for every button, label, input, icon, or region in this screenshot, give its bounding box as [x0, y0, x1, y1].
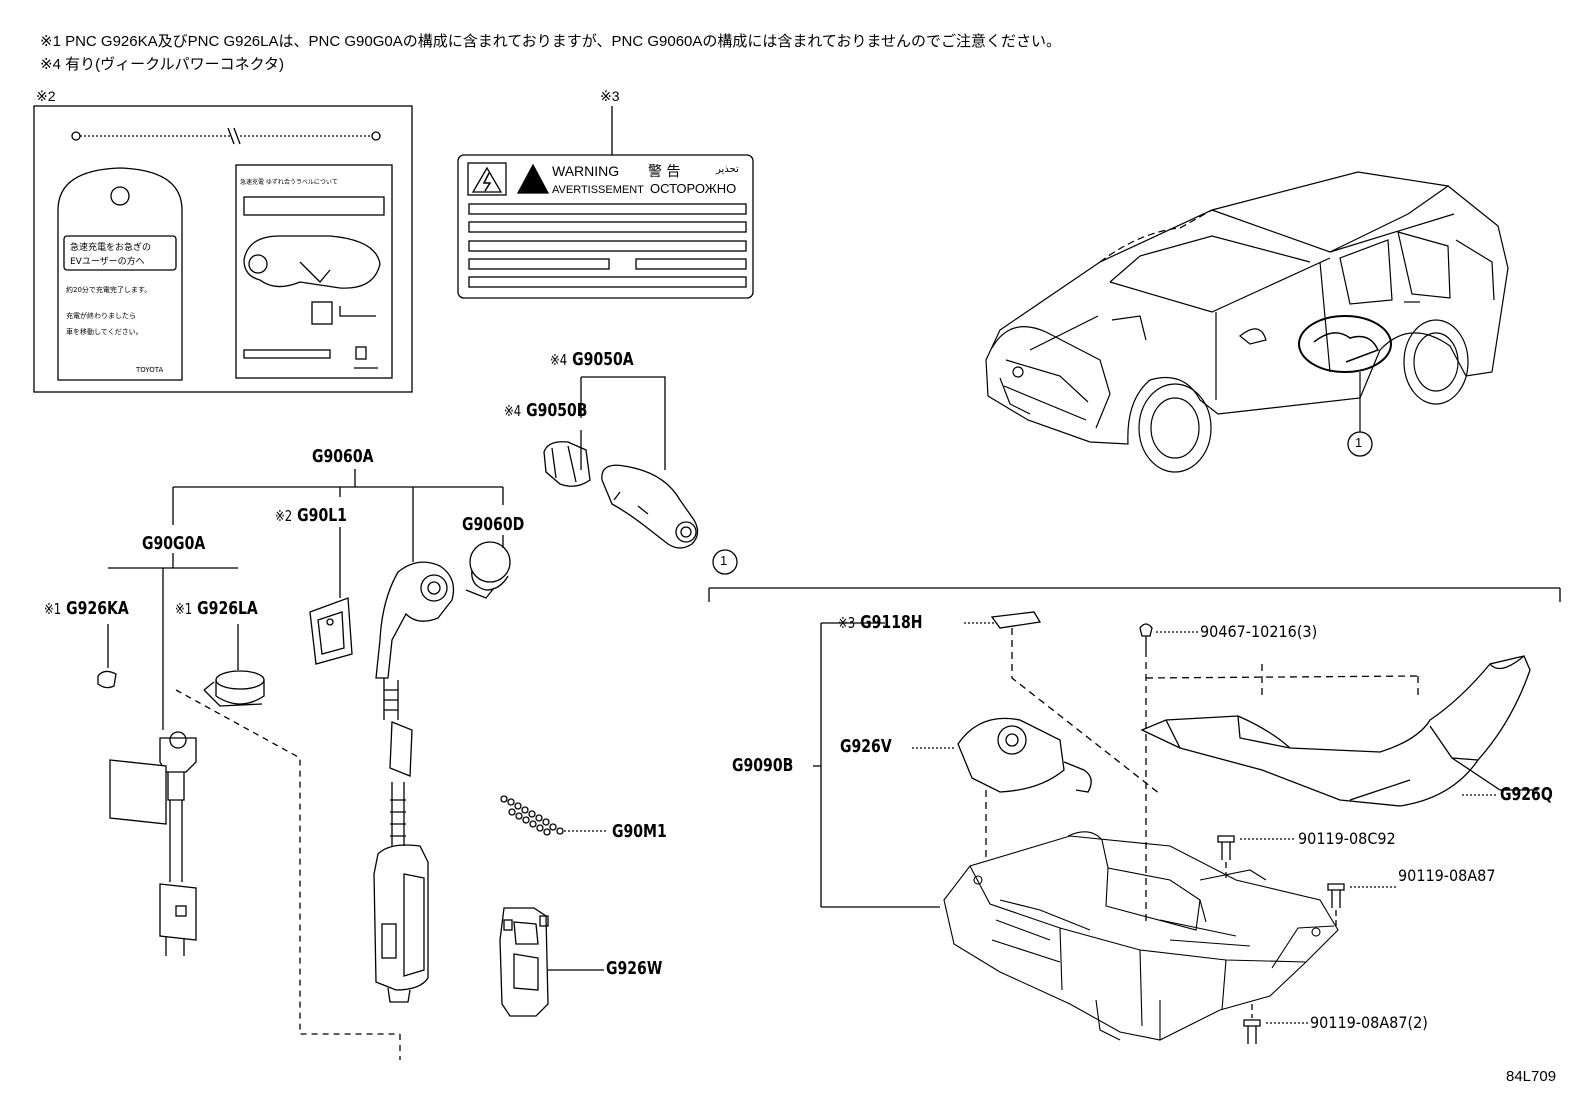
part-90467-10216: 90467-10216(3): [1200, 622, 1318, 641]
g9060a-charge-cable-drawing: [373, 561, 455, 1003]
vehicle-drawing: [985, 171, 1509, 473]
part-g9060a: G9060A: [312, 446, 374, 467]
warning-title: WARNING: [552, 163, 619, 179]
note-1: ※1 PNC G926KA及びPNC G926LAは、PNC G90G0Aの構成…: [40, 33, 1062, 50]
bolt-08c92-icon: [1217, 835, 1296, 880]
part-g90g0a: G90G0A: [142, 533, 206, 554]
part-g926v: G926V: [840, 736, 892, 757]
bolt-08a87-2-icon: [1243, 1004, 1308, 1044]
part-g90m1: G90M1: [612, 821, 667, 842]
note-4: ※4 有り(ヴィークルパワーコネクタ): [40, 56, 285, 73]
g90l1-tag-drawing: [309, 597, 353, 665]
bead-chain-icon: [71, 127, 381, 145]
part-90119-08a87: 90119-08A87: [1398, 866, 1496, 885]
g926q-duct-drawing: [1140, 655, 1538, 807]
g9118h-label-drawing: [990, 611, 1042, 629]
warning-ru: ОСТОРОЖНО: [650, 181, 736, 196]
tag-line-2: EVユーザーの方へ: [70, 255, 145, 267]
tag-line-4: 充電が終わりましたら: [66, 311, 136, 320]
part-90119-08c92: 90119-08C92: [1298, 829, 1396, 848]
warning-jp: 警 告: [648, 164, 680, 180]
g926la-drawing: [203, 670, 265, 707]
g9050b-cap-drawing: [543, 441, 591, 487]
part-g926q: G926Q: [1500, 784, 1553, 805]
callout-circle-1: [1347, 431, 1373, 457]
callout-circle-1-detail: [712, 549, 738, 575]
part-90119-08a87-2: 90119-08A87(2): [1310, 1013, 1428, 1032]
part-g926la: ※1 G926LA: [175, 598, 258, 619]
part-g9060d: G9060D: [462, 514, 525, 535]
part-g9118h: ※3 G9118H: [838, 612, 923, 633]
tag-brand: TOYOTA: [135, 366, 164, 374]
g90g0a-cable-drawing: [109, 731, 197, 956]
part-g926w: G926W: [606, 958, 663, 979]
tag-line-1: 急速充電をお急ぎの: [70, 241, 151, 253]
high-voltage-icon: [471, 166, 503, 193]
part-g9050b: ※4 G9050B: [504, 400, 588, 421]
tag-line-5: 車を移動してください。: [66, 327, 143, 336]
g926v-fan-drawing: [912, 717, 1092, 860]
card-header: 急速充電 ゆずれ合うラベルについて: [240, 178, 338, 186]
mark-3: ※3: [600, 88, 620, 104]
callout-1-vehicle: 1: [1355, 435, 1363, 450]
figure-id: 84L709: [1506, 1068, 1557, 1085]
warning-ar: تحذير: [715, 164, 739, 175]
bolt-08a87-icon: [1327, 883, 1396, 926]
caution-icon: [516, 163, 550, 194]
tag-line-3: 約20分で充電完了します。: [66, 285, 151, 294]
mark-2: ※2: [36, 88, 56, 104]
warning-label-shape: [457, 154, 754, 299]
hang-tag-shape: [57, 167, 183, 381]
g926w-holder-drawing: [499, 907, 604, 1017]
battery-frame-drawing: [943, 831, 1339, 1041]
g9050a-connector-drawing: [601, 464, 699, 549]
part-g926ka: ※1 G926KA: [44, 598, 129, 619]
g9060d-cap-drawing: [465, 541, 511, 599]
part-g9090b: G9090B: [732, 755, 794, 776]
part-g9050a: ※4 G9050A: [550, 349, 634, 370]
instruction-card: [235, 164, 393, 379]
callout-1-detail: 1: [720, 553, 728, 568]
g90m1-chain-drawing: [500, 795, 608, 836]
g926ka-clip-drawing: [97, 670, 117, 689]
warning-avertissement: AVERTISSEMENT: [552, 184, 644, 196]
part-g90l1: ※2 G90L1: [275, 505, 347, 526]
card-set-box: [33, 105, 413, 393]
